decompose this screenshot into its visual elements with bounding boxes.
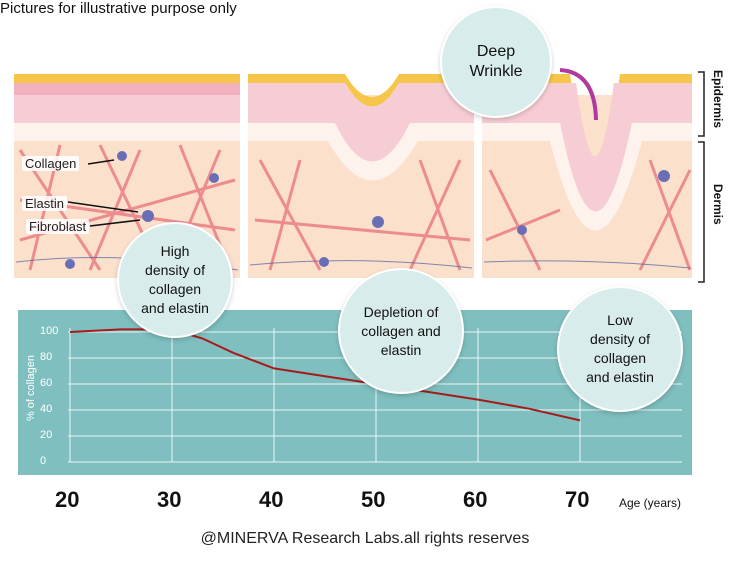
y-tick-label: 0 xyxy=(40,455,47,467)
x-tick-label: 70 xyxy=(565,487,590,512)
bubble-line: density of xyxy=(590,331,650,347)
collagen-label: Collagen xyxy=(22,156,80,171)
y-tick-label: 100 xyxy=(40,325,59,337)
depletion-bubble: Depletion of collagen and elastin xyxy=(338,268,464,394)
bubble-line: collagen and xyxy=(361,322,441,339)
bubble-line: density of xyxy=(145,262,205,278)
x-tick-label: 20 xyxy=(55,487,80,512)
y-tick-label: 20 xyxy=(40,429,53,441)
x-tick-label: 60 xyxy=(463,487,488,512)
bubble-line: Depletion of xyxy=(363,303,439,320)
bubble-line: elastin xyxy=(380,341,422,358)
skin-panel-middle xyxy=(248,74,474,278)
x-tick-label: 30 xyxy=(157,487,182,512)
fibroblast-label: Fibroblast xyxy=(26,219,90,234)
bubble-line: collagen xyxy=(593,350,647,366)
copyright-text: @MINERVA Research Labs.all rights reserv… xyxy=(200,530,530,547)
bubble-line: and elastin xyxy=(141,300,209,316)
fibroblast-cells xyxy=(65,151,670,269)
disclaimer-text: Pictures for illustrative purpose only xyxy=(0,0,237,17)
high-density-bubble: High density of collagen and elastin xyxy=(117,222,233,338)
y-tick-label: 40 xyxy=(40,403,53,415)
low-density-bubble: Low density of collagen and elastin xyxy=(557,286,683,412)
bubble-line: Low xyxy=(607,312,633,328)
bubble-line: Deep xyxy=(476,43,516,60)
bubble-line: collagen xyxy=(148,281,202,297)
bubble-line: and elastin xyxy=(586,369,654,385)
x-tick-label: 50 xyxy=(361,487,386,512)
chart-ylabel: % of collagen xyxy=(25,355,37,422)
y-tick-label: 60 xyxy=(40,377,53,389)
epidermis-label: Epidermis xyxy=(711,70,725,129)
x-tick-label: 40 xyxy=(259,487,284,512)
bubble-line: Wrinkle xyxy=(469,63,523,80)
y-tick-label: 80 xyxy=(40,351,53,363)
bubble-line: High xyxy=(160,243,190,259)
elastin-label: Elastin xyxy=(22,196,68,211)
deep-wrinkle-bubble: Deep Wrinkle xyxy=(440,6,552,118)
dermis-label: Dermis xyxy=(711,184,725,225)
chart-xlabel: Age (years) xyxy=(619,496,682,510)
